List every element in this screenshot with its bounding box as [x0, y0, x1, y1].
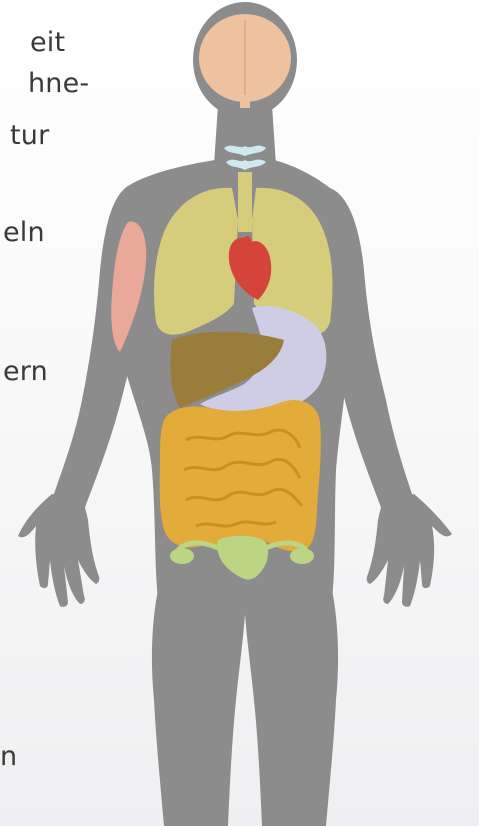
left-hand — [18, 494, 99, 607]
right-leg — [244, 590, 338, 826]
left-leg — [152, 590, 246, 826]
intestines — [160, 400, 321, 554]
right-hand — [367, 494, 452, 607]
